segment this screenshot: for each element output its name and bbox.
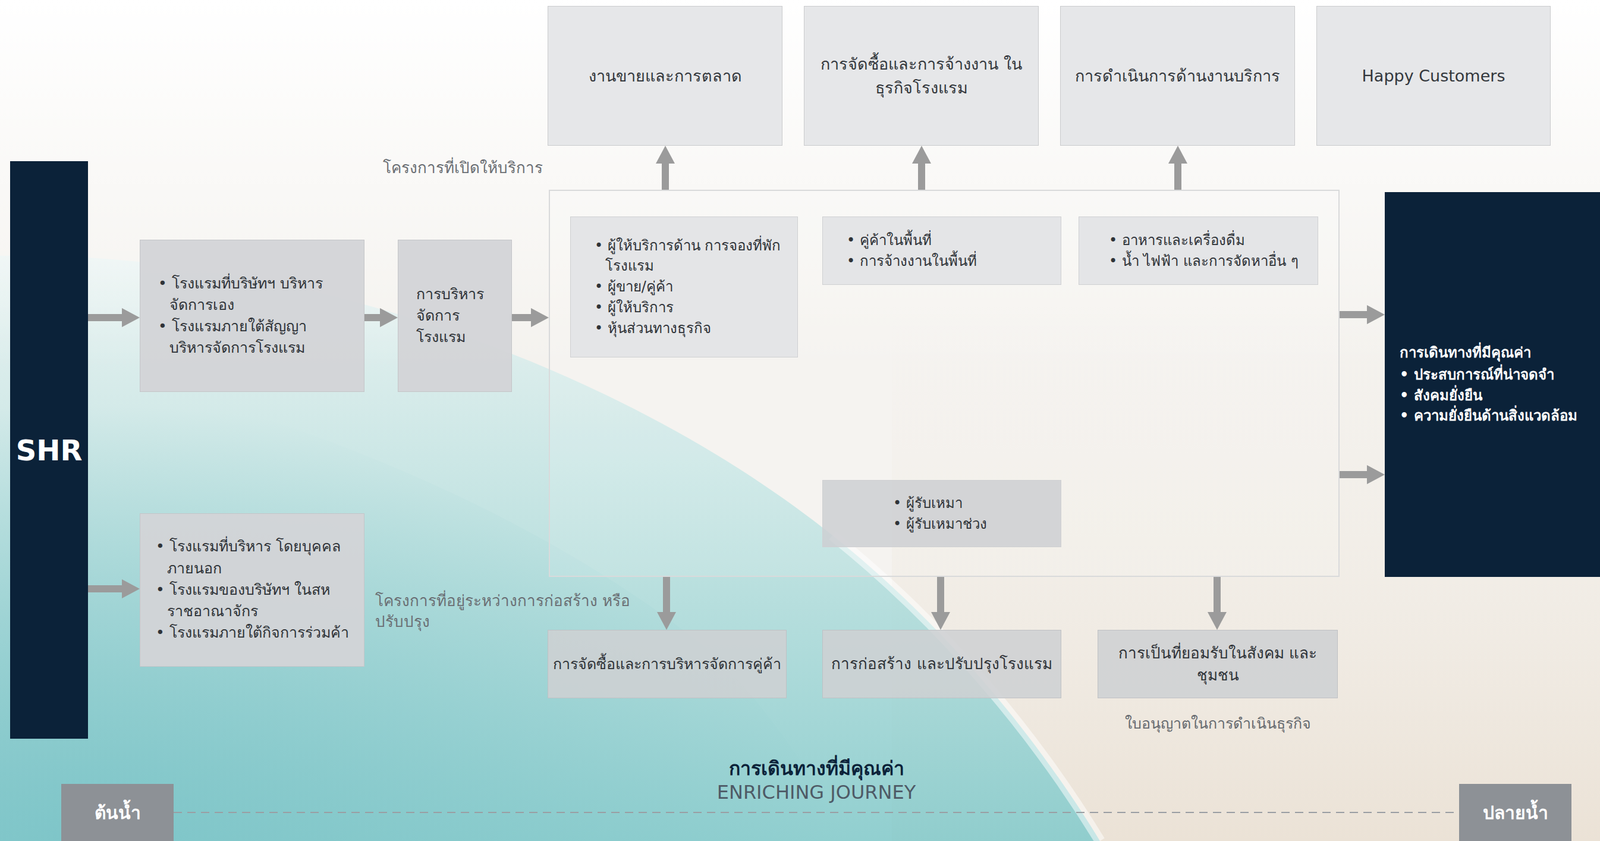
flow-arrow (87, 585, 122, 593)
node-text: การจัดซื้อและการจ้างงาน ในธุรกิจโรงแรม (812, 52, 1030, 99)
flow-arrow (662, 576, 671, 612)
flow-arrow (1339, 470, 1367, 479)
node-text: • ประสบการณ์ที่น่าจดจำ (1399, 364, 1595, 386)
stakeholder-box: • คู่ค้าในพื้นที่• การจ้างงานในพื้นที่ (822, 216, 1062, 285)
flow-arrow (511, 313, 531, 322)
annotation-label: ใบอนุญาตในการดำเนินธุรกิจ (1097, 711, 1338, 735)
stakeholder-box: • ผู้รับเหมา• ผู้รับเหมาช่วง (822, 479, 1062, 548)
node-text: การเดินทางที่มีคุณค่า (1399, 342, 1595, 364)
annotation-label: ENRICHING JOURNEY (637, 780, 995, 804)
annotation-label: การเดินทางที่มีคุณค่า (637, 752, 995, 784)
stakeholder-box: • ผู้ให้บริการด้าน การจองที่พักโรงแรม• ผ… (570, 216, 798, 358)
node-text: • น้ำ ไฟฟ้า และการจัดหาอื่น ๆ (1108, 250, 1311, 272)
hotel-group-box: • โรงแรมที่บริหาร โดยบุคคลภายนอก• โรงแรม… (139, 513, 365, 667)
node-text: • โรงแรมที่บริษัทฯ บริหารจัดการเอง (158, 272, 354, 317)
node-text: การบริหาร จัดการ โรงแรม (416, 283, 506, 349)
node-text: • ผู้ให้บริการด้าน การจองที่พักโรงแรม (594, 235, 790, 278)
node-text: • โรงแรมของบริษัทฯ ในสหราชอาณาจักร (155, 579, 356, 623)
flow-arrow (364, 313, 380, 322)
node-text: • ผู้ให้บริการ (594, 297, 790, 319)
flow-arrow (937, 576, 945, 612)
node-text: • ผู้รับเหมาช่วง (893, 513, 1054, 535)
node-text: Happy Customers (1325, 64, 1542, 88)
flow-arrow (661, 163, 669, 190)
outcome-panel: การเดินทางที่มีคุณค่า• ประสบการณ์ที่น่าจ… (1384, 192, 1600, 577)
node-text: • โรงแรมภายใต้กิจการร่วมค้า (155, 621, 356, 644)
flow-arrow (1339, 310, 1367, 319)
flow-arrow (87, 313, 122, 322)
node-text: งานขายและการตลาด (556, 64, 774, 88)
activity-box: การก่อสร้าง และปรับปรุงโรงแรม (822, 629, 1062, 699)
node-text: ปลายน้ำ (1482, 798, 1549, 827)
node-text: • คู่ค้าในพื้นที่ (846, 230, 1052, 251)
activity-box: การเป็นที่ยอมรับในสังคม และชุมชน (1097, 629, 1338, 699)
hotel-group-box: • โรงแรมที่บริษัทฯ บริหารจัดการเอง• โรงแ… (139, 239, 365, 392)
node-text: • ผู้ขาย/คู่ค้า (594, 276, 790, 298)
upstream-tag: ต้นน้ำ (61, 783, 174, 841)
flow-arrow (1213, 576, 1221, 612)
activity-box: Happy Customers (1316, 5, 1551, 146)
flow-arrow (1174, 163, 1182, 190)
operating-frame: โครงการที่เปิดให้บริการ• ผู้ให้บริการด้า… (548, 189, 1340, 577)
node-text: • สังคมยั่งยืน (1399, 385, 1595, 407)
stakeholder-box: • อาหารและเครื่องดื่ม• น้ำ ไฟฟ้า และการจ… (1078, 216, 1319, 285)
node-text: • การจ้างงานในพื้นที่ (846, 250, 1052, 272)
node-text: • ความยั่งยืนด้านสิ่งแวดล้อม (1399, 405, 1595, 427)
node-text: • ผู้รับเหมา (893, 492, 1054, 514)
activity-box: การดำเนินการด้านงานบริการ (1060, 5, 1295, 146)
node-text: • อาหารและเครื่องดื่ม (1108, 230, 1311, 251)
node-text: ต้นน้ำ (94, 798, 141, 827)
node-text: • โรงแรมภายใต้สัญญา บริหารจัดการโรงแรม (158, 315, 354, 360)
node-text: การเป็นที่ยอมรับในสังคม และชุมชน (1104, 642, 1332, 686)
annotation-label: โครงการที่อยู่ระหว่างการก่อสร้าง หรือปรั… (375, 590, 637, 633)
dashed-flow-line (173, 811, 1460, 813)
node-text: • หุ้นส่วนทางธุรกิจ (594, 318, 790, 339)
activity-box: การจัดซื้อและการจ้างงาน ในธุรกิจโรงแรม (803, 5, 1039, 146)
node-text: การจัดซื้อและการบริหารจัดการคู่ค้า (551, 653, 783, 675)
activity-box: งานขายและการตลาด (547, 5, 783, 146)
process-box: การบริหาร จัดการ โรงแรม (397, 239, 512, 392)
flow-arrow (918, 163, 926, 190)
node-text: SHR (16, 433, 83, 467)
node-text: การดำเนินการด้านงานบริการ (1069, 64, 1287, 88)
activity-box: การจัดซื้อและการบริหารจัดการคู่ค้า (547, 629, 787, 699)
node-text: การก่อสร้าง และปรับปรุงโรงแรม (828, 652, 1055, 675)
company-bar: SHR (10, 161, 88, 739)
downstream-tag: ปลายน้ำ (1459, 783, 1572, 841)
frame-heading: โครงการที่เปิดให้บริการ (382, 155, 543, 180)
node-text: • โรงแรมที่บริหาร โดยบุคคลภายนอก (155, 535, 356, 580)
